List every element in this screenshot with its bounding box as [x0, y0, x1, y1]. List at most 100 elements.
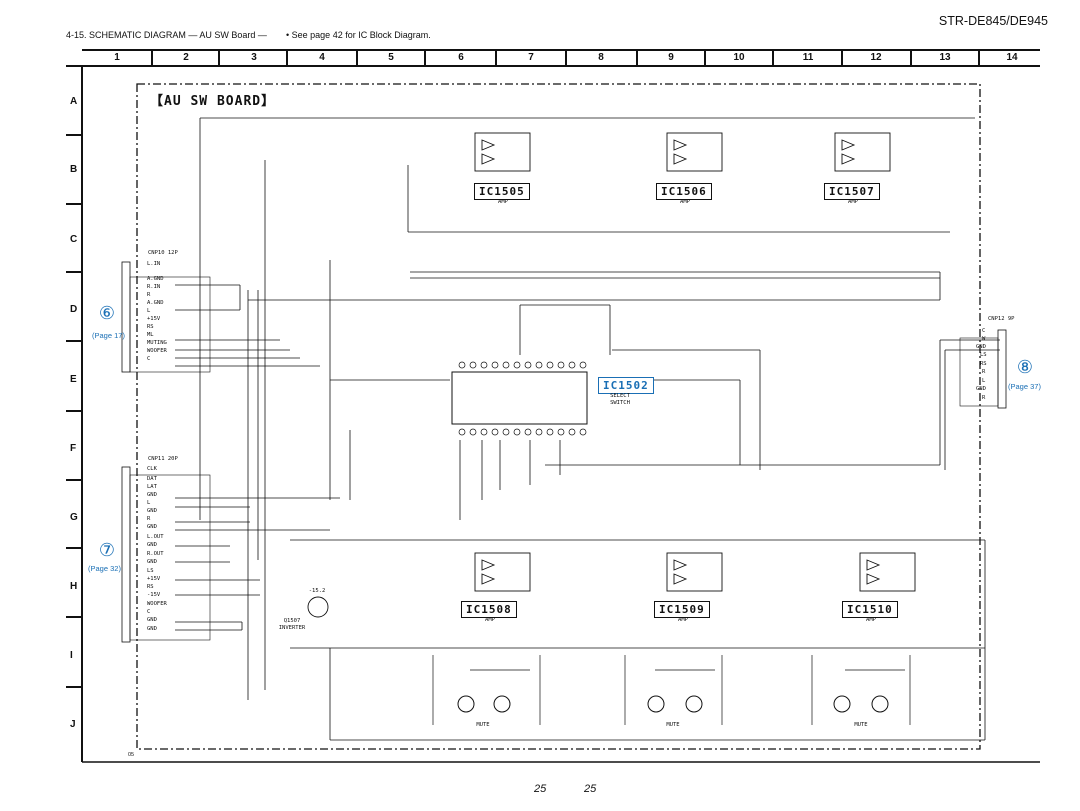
ic1507-function: AMP — [848, 199, 858, 205]
row-label-f: F — [70, 443, 77, 454]
cnp10-pin: A.GND — [147, 300, 164, 306]
cnp11-pin: L — [147, 500, 151, 506]
ic1505-label: IC1505 — [474, 183, 530, 200]
connector-6-page-ref: (Page 17) — [92, 331, 125, 340]
connector-7-mark: ⑦ — [98, 540, 116, 560]
cnp10-pin: L — [147, 308, 151, 314]
ic1505-function: AMP — [498, 199, 508, 205]
cnp10-pin: R.IN — [147, 284, 161, 290]
cnp10-name: CNP10 12P — [148, 250, 178, 256]
ic1509-function: AMP — [678, 617, 688, 623]
row-label-i: I — [70, 650, 73, 661]
cnp12-pin: W — [982, 336, 986, 342]
voltage-label: -15.2 — [308, 588, 326, 594]
ic1508-function: AMP — [485, 617, 495, 623]
cnp11-pin: GND — [147, 626, 157, 632]
cnp11-pin: GND — [147, 524, 157, 530]
column-label-14: 14 — [1006, 52, 1018, 63]
cnp12-pin: RS — [980, 361, 987, 367]
ic1510-label: IC1510 — [842, 601, 898, 618]
row-label-a: A — [70, 96, 78, 107]
column-label-13: 13 — [939, 52, 951, 63]
column-label-11: 11 — [802, 52, 814, 63]
cnp11-pin: GND — [147, 508, 157, 514]
row-label-c: C — [70, 234, 78, 245]
cnp11-pin: R — [147, 516, 151, 522]
column-label-2: 2 — [183, 52, 189, 63]
cnp10-pin: MUTING — [147, 340, 167, 346]
cnp11-pin: R.OUT — [147, 551, 164, 557]
cnp10-pin: ML — [147, 332, 154, 338]
connector-8-mark: ⑧ — [1016, 357, 1034, 377]
ic-block-note: • See page 42 for IC Block Diagram. — [286, 30, 431, 40]
cnp10-pin: +15V — [147, 316, 161, 322]
ic1502-label: IC1502 — [598, 377, 654, 394]
column-label-12: 12 — [870, 52, 882, 63]
ic1506-label: IC1506 — [656, 183, 712, 200]
page-number-right: 25 — [584, 783, 597, 795]
cnp10-pin: WOOFER — [147, 348, 167, 354]
cnp10-pin: L.IN — [147, 261, 161, 267]
cnp11-name: CNP11 20P — [148, 456, 178, 462]
cnp11-pin: RS — [147, 584, 154, 590]
board-title: 【AU SW BOARD】 — [150, 94, 276, 109]
cnp10-pin: RS — [147, 324, 154, 330]
cnp11-pin: L.OUT — [147, 534, 164, 540]
row-label-g: G — [70, 512, 78, 523]
section-title: 4-15. SCHEMATIC DIAGRAM — AU SW Board — — [66, 30, 267, 40]
model-number: STR-DE845/DE945 — [938, 14, 1048, 28]
row-label-h: H — [70, 581, 78, 592]
cnp12-pin: GND — [976, 344, 986, 350]
column-label-1: 1 — [114, 52, 120, 63]
cnp11-pin: GND — [147, 492, 157, 498]
cnp11-pin: GND — [147, 617, 157, 623]
cnp12-pin: LS — [980, 352, 987, 358]
column-label-5: 5 — [388, 52, 394, 63]
cnp12-pin: L — [982, 378, 986, 384]
column-label-7: 7 — [528, 52, 534, 63]
cnp10-pin: A.GND — [147, 276, 164, 282]
cnp12-name: CNP12 9P — [988, 316, 1015, 322]
page-number-left: 25 — [534, 783, 547, 795]
cnp11-pin: CLK — [147, 466, 157, 472]
cnp11-pin: GND — [147, 542, 157, 548]
column-label-9: 9 — [668, 52, 674, 63]
connector-6-mark: ⑥ — [98, 303, 116, 323]
code-label: 05 — [128, 752, 135, 758]
cnp10-pin: R — [147, 292, 151, 298]
mute-label: MUTE — [666, 722, 680, 728]
row-label-j: J — [70, 719, 76, 730]
cnp12-pin: R — [982, 369, 986, 375]
cnp10-pin: C — [147, 356, 151, 362]
ic1508-label: IC1508 — [461, 601, 517, 618]
column-label-6: 6 — [458, 52, 464, 63]
cnp11-pin: +15V — [147, 576, 161, 582]
cnp11-pin: C — [147, 609, 151, 615]
cnp11-pin: GND — [147, 559, 157, 565]
row-label-d: D — [70, 304, 78, 315]
cnp11-pin: DAT — [147, 476, 157, 482]
inverter-label: Q1507 INVERTER — [278, 618, 306, 631]
connector-8-page-ref: (Page 37) — [1008, 382, 1041, 391]
mute-label: MUTE — [476, 722, 490, 728]
row-label-b: B — [70, 164, 78, 175]
ic1507-label: IC1507 — [824, 183, 880, 200]
column-label-8: 8 — [598, 52, 604, 63]
row-label-e: E — [70, 374, 77, 385]
connector-7-page-ref: (Page 32) — [88, 564, 121, 573]
column-label-4: 4 — [319, 52, 325, 63]
cnp11-pin: LS — [147, 568, 154, 574]
ic1509-label: IC1509 — [654, 601, 710, 618]
cnp12-pin: R — [982, 395, 986, 401]
ic1510-function: AMP — [866, 617, 876, 623]
cnp12-pin: C — [982, 328, 986, 334]
cnp11-pin: WOOFER — [147, 601, 167, 607]
column-label-10: 10 — [733, 52, 745, 63]
column-label-3: 3 — [251, 52, 257, 63]
cnp11-pin: -15V — [147, 592, 161, 598]
cnp12-pin: GND — [976, 386, 986, 392]
ic1506-function: AMP — [680, 199, 690, 205]
mute-label: MUTE — [854, 722, 868, 728]
ic1502-function: SELECT SWITCH — [610, 393, 630, 406]
